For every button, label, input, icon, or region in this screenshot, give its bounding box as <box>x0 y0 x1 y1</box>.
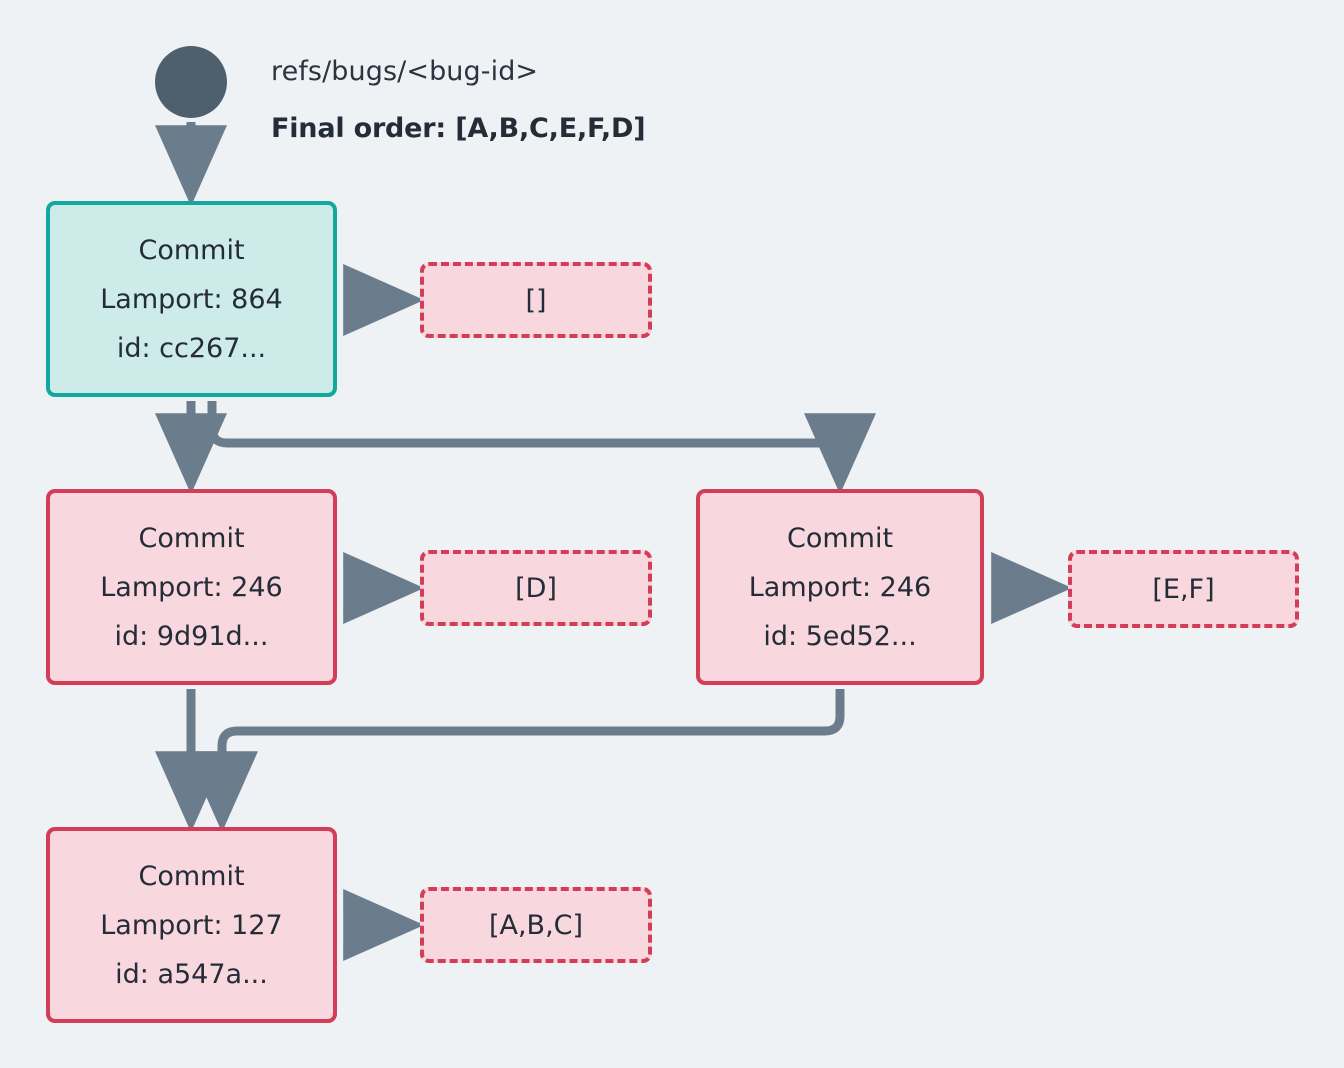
commit-title: Commit <box>138 860 245 892</box>
commit-lamport: Lamport: 127 <box>100 909 283 941</box>
ops-label: [E,F] <box>1152 573 1215 605</box>
commit-id: id: cc267... <box>116 332 267 364</box>
commit-node-5ed52[interactable]: Commit Lamport: 246 id: 5ed52... <box>696 489 984 685</box>
ref-path-label: refs/bugs/<bug-id> <box>271 56 539 87</box>
ops-box-5ed52[interactable]: [E,F] <box>1068 550 1299 628</box>
commit-node-cc267[interactable]: Commit Lamport: 864 id: cc267... <box>46 201 337 397</box>
ops-box-9d91d[interactable]: [D] <box>420 550 652 626</box>
commit-lamport: Lamport: 864 <box>100 283 283 315</box>
commit-id: id: a547a... <box>115 958 268 990</box>
commit-id: id: 9d91d... <box>114 620 269 652</box>
commit-title: Commit <box>786 522 894 554</box>
ops-label: [] <box>525 284 547 316</box>
ops-label: [A,B,C] <box>488 909 584 941</box>
root-node-dot[interactable] <box>155 46 227 118</box>
ops-label: [D] <box>515 572 557 604</box>
edge-5ed52-to-a547a <box>186 689 845 833</box>
commit-lamport: Lamport: 246 <box>748 571 932 603</box>
edge-cc267-to-5ed52 <box>207 401 876 495</box>
commit-title: Commit <box>138 522 245 554</box>
commit-id: id: 5ed52... <box>763 620 917 652</box>
commit-node-9d91d[interactable]: Commit Lamport: 246 id: 9d91d... <box>46 489 337 685</box>
ops-box-a547a[interactable]: [A,B,C] <box>420 887 652 963</box>
final-order-label: Final order: [A,B,C,E,F,D] <box>271 113 646 144</box>
commit-node-a547a[interactable]: Commit Lamport: 127 id: a547a... <box>46 827 337 1023</box>
ops-box-cc267[interactable]: [] <box>420 262 652 338</box>
commit-lamport: Lamport: 246 <box>100 571 283 603</box>
commit-title: Commit <box>138 234 245 266</box>
